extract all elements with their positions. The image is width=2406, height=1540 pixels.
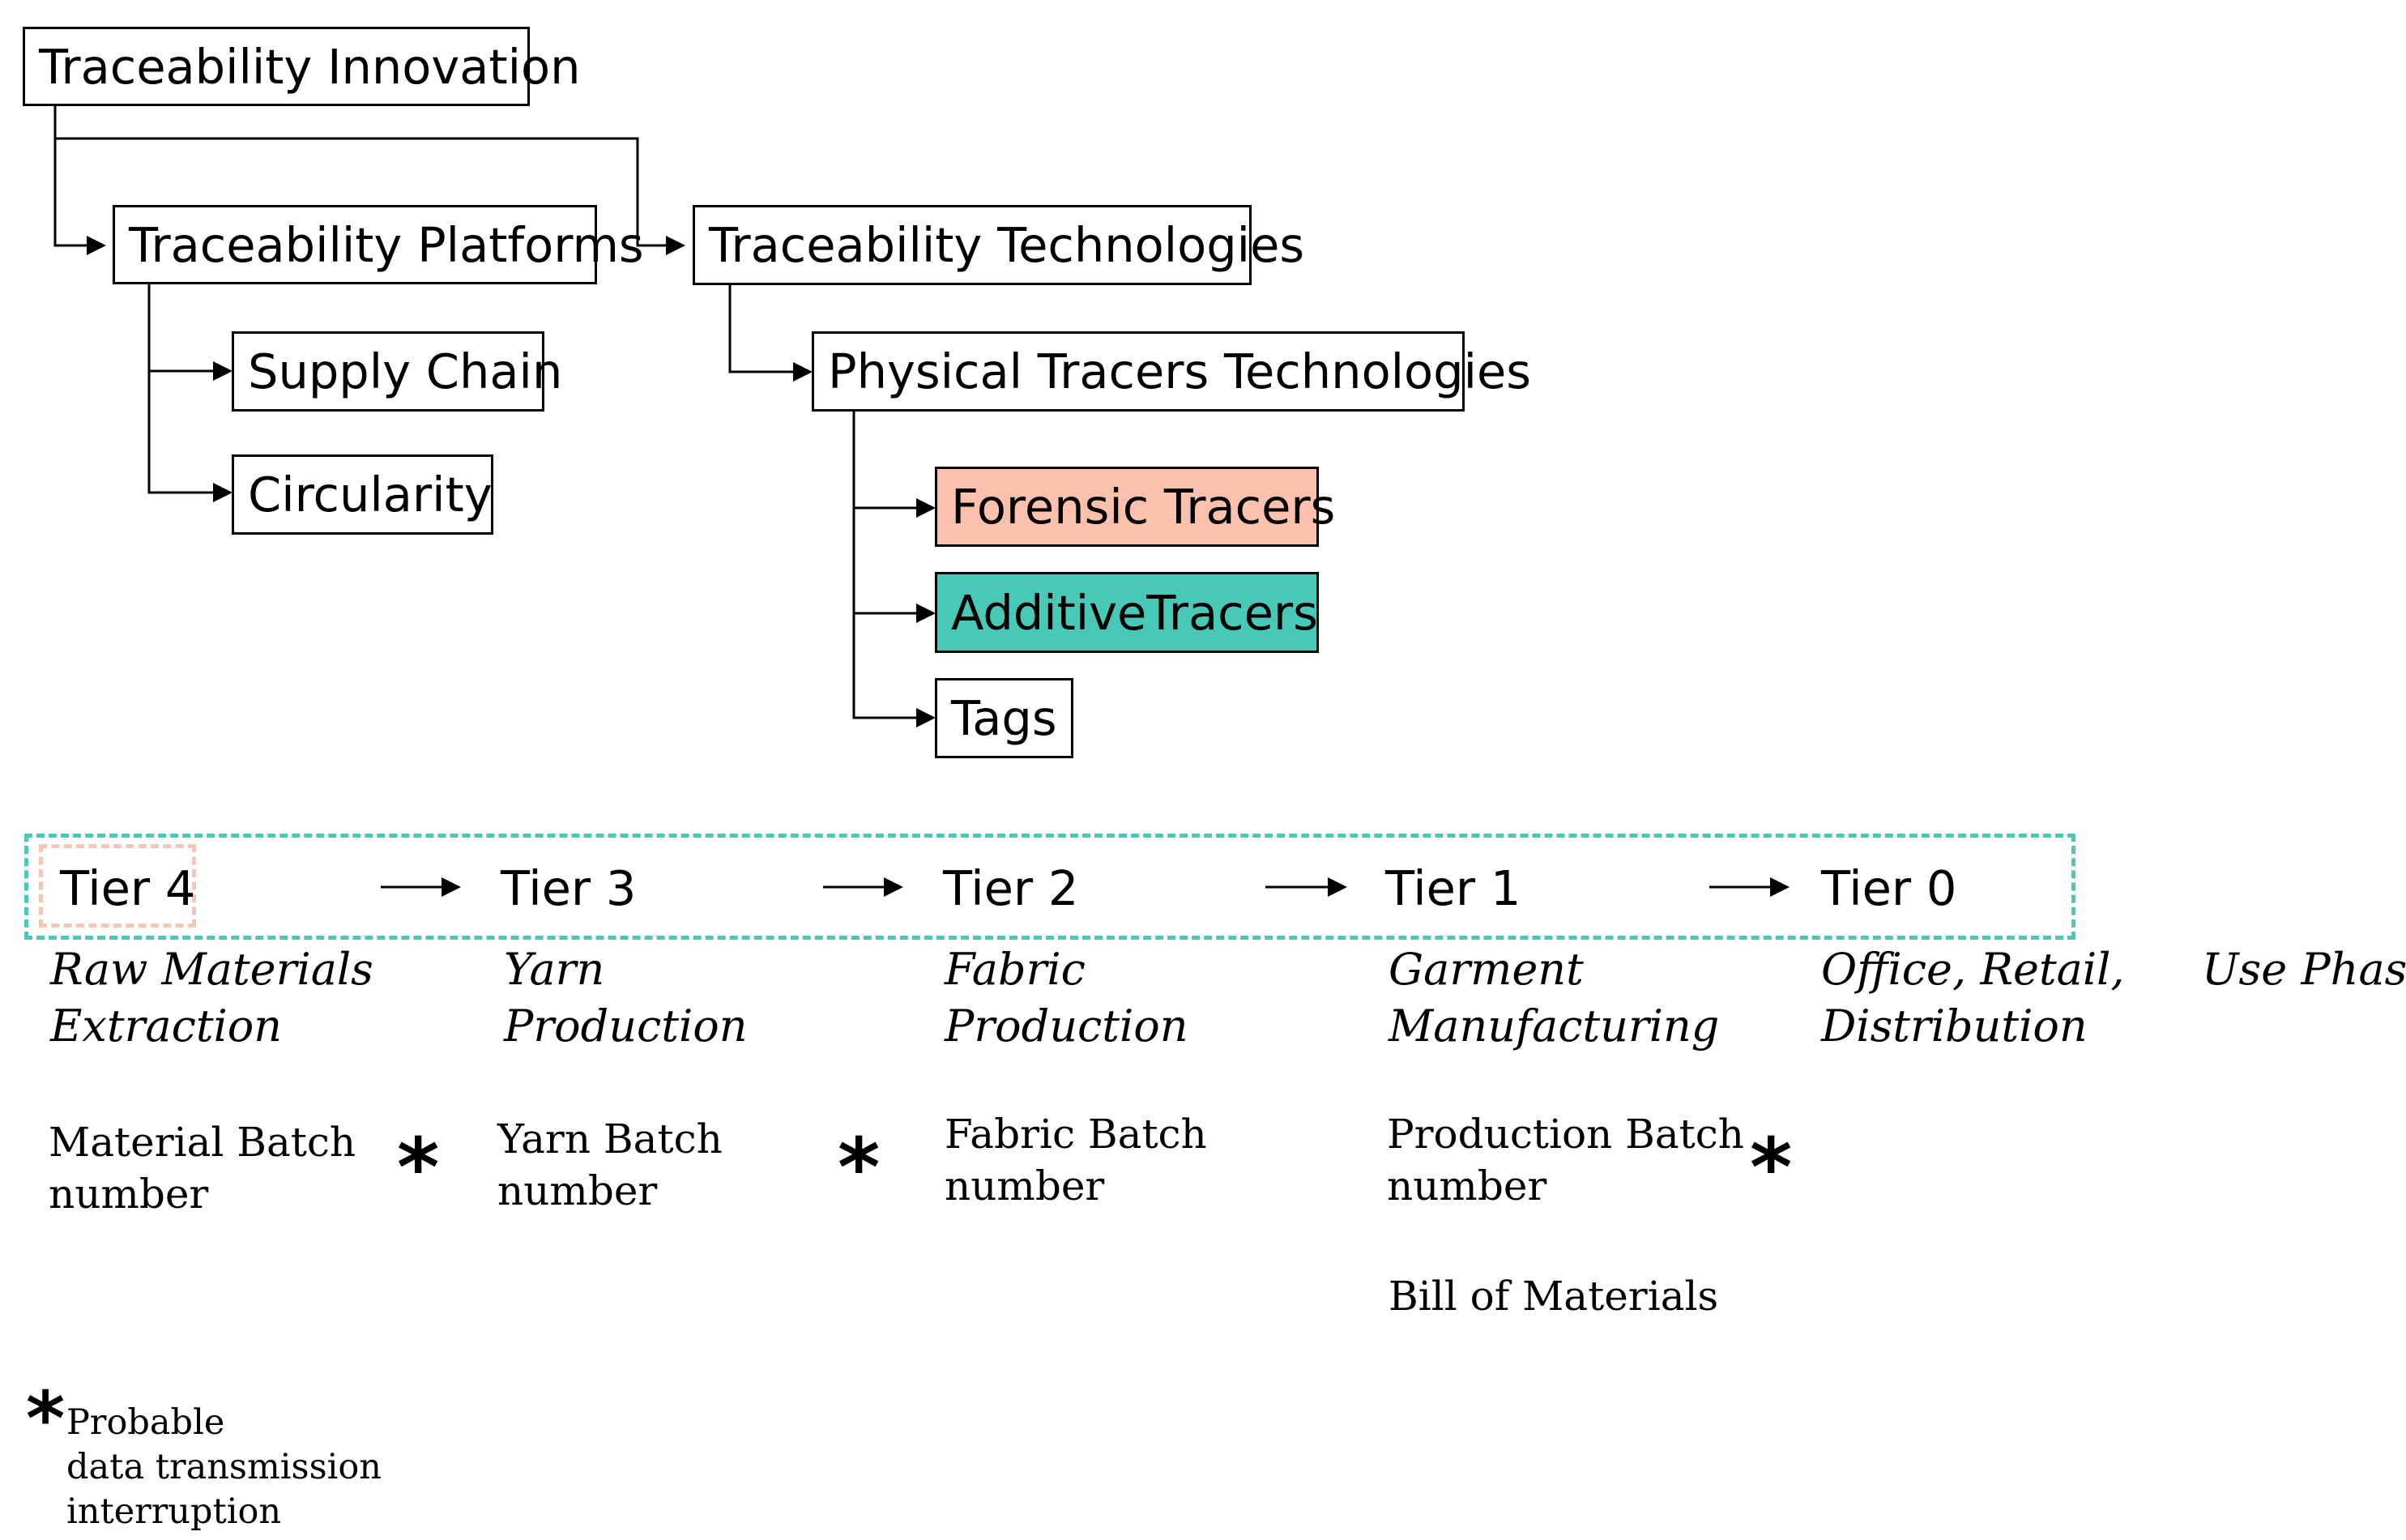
tier-1-batch: Production Batch number — [1387, 1108, 1744, 1212]
interruption-marker-1-0: * — [1750, 1120, 1793, 1215]
tier-1-batch-line-2: number — [1387, 1162, 1547, 1209]
tier-4-batch: Material Batch number — [49, 1116, 356, 1220]
connector-physical-additive — [852, 508, 936, 623]
tier-2-batch-line-1: Fabric Batch — [945, 1111, 1207, 1158]
tier-3-label: Tier 3 — [501, 860, 637, 916]
node-tags: Tags — [935, 678, 1073, 758]
tier-1-batch-line-1: Production Batch — [1387, 1111, 1744, 1158]
node-traceability-technologies: Traceability Technologies — [693, 205, 1304, 285]
tier-4-batch-line-2: number — [49, 1171, 209, 1218]
tier-4-stage-line-1: Raw Materials — [50, 944, 373, 995]
node-forensic-tracers: Forensic Tracers — [935, 467, 1335, 547]
tier-4-frame — [39, 844, 196, 928]
tier-3-stage: Yarn Production — [504, 941, 748, 1055]
tier-3-batch-line-1: Yarn Batch — [497, 1116, 723, 1162]
tier-1-stage-line-1: Garment — [1389, 944, 1584, 995]
tier-2-stage: Fabric Production — [945, 941, 1188, 1055]
tier-4-stage-line-2: Extraction — [50, 1000, 283, 1052]
tier-0-stage: Office, Retail, Distribution — [1821, 941, 2125, 1055]
interruption-marker-4-3: * — [397, 1120, 440, 1215]
tier-0-stage-line-2: Distribution — [1821, 1000, 2088, 1052]
connector-tech-physical — [728, 284, 813, 382]
tier-2-stage-line-2: Production — [945, 1000, 1188, 1052]
legend-line-1: Probable — [66, 1402, 225, 1443]
tier-4-stage: Raw Materials Extraction — [50, 941, 373, 1055]
node-supply-chain: Supply Chain — [232, 331, 562, 412]
tier-1-bill-of-materials: Bill of Materials — [1389, 1273, 1719, 1320]
connector-root-platforms — [53, 105, 106, 255]
connector-platforms-supply — [147, 282, 232, 381]
connector-platforms-circularity — [147, 371, 232, 502]
tier-4-label: Tier 4 — [60, 860, 196, 916]
tier-3-batch-line-2: number — [497, 1167, 658, 1214]
legend-line-3: interruption — [66, 1491, 282, 1532]
connector-physical-tags — [852, 613, 936, 727]
use-phase-label: Use Phase — [2202, 941, 2406, 998]
tier-4-batch-line-1: Material Batch — [49, 1119, 356, 1166]
node-traceability-platforms: Traceability Platforms — [113, 205, 644, 284]
node-traceability-innovation: Traceability Innovation — [23, 27, 580, 106]
interruption-marker-3-2: * — [838, 1120, 881, 1215]
tier-1-stage-line-2: Manufacturing — [1389, 1000, 1720, 1052]
tier-1-stage: Garment Manufacturing — [1389, 941, 1719, 1055]
tier-1-label: Tier 1 — [1385, 860, 1521, 916]
tier-2-label: Tier 2 — [943, 860, 1079, 916]
legend-marker: * — [26, 1376, 66, 1462]
legend-line-2: data transmission — [66, 1447, 382, 1487]
tier-2-batch-line-2: number — [945, 1162, 1105, 1209]
tier-2-batch: Fabric Batch number — [945, 1108, 1207, 1212]
use-phase-text: Use Phase — [2202, 944, 2406, 995]
tier-3-stage-line-2: Production — [504, 1000, 748, 1052]
connector-root-technologies — [55, 137, 685, 255]
tier-0-stage-line-1: Office, Retail, — [1821, 944, 2125, 995]
tier-frame — [24, 834, 2075, 940]
node-additive-tracers: AdditiveTracers — [935, 572, 1319, 653]
tier-3-batch: Yarn Batch number — [497, 1113, 723, 1217]
legend-text: Probable data transmission interruption — [66, 1401, 382, 1534]
tier-3-stage-line-1: Yarn — [504, 944, 605, 995]
tier-0-label: Tier 0 — [1821, 860, 1957, 916]
node-circularity: Circularity — [232, 454, 493, 535]
node-physical-tracers-technologies: Physical Tracers Technologies — [812, 331, 1531, 412]
connector-physical-forensic — [852, 411, 936, 518]
tier-2-stage-line-1: Fabric — [945, 944, 1086, 995]
